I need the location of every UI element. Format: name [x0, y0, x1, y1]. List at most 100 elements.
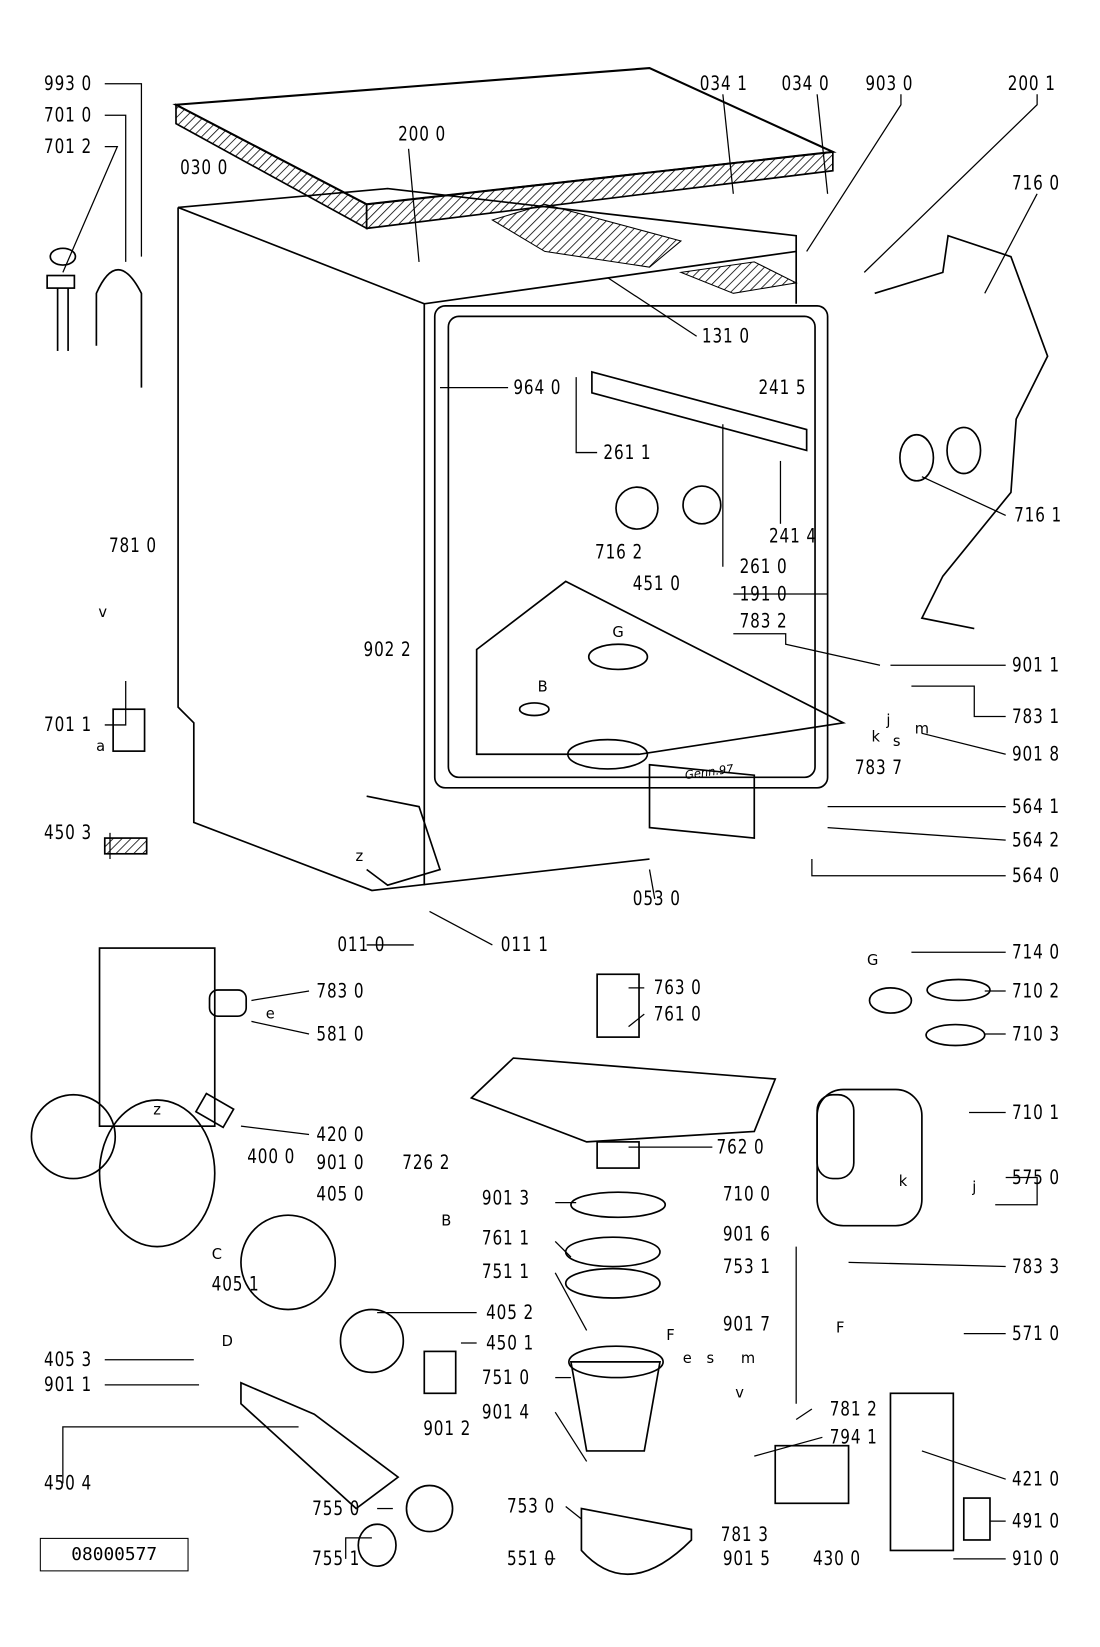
- connection-letter: m: [914, 720, 930, 738]
- part-label: 701 1: [43, 713, 93, 737]
- part-label: 901 2: [423, 1417, 472, 1441]
- part-label: 901 1: [43, 1373, 93, 1397]
- connection-letter: D: [221, 1333, 233, 1351]
- part-label: 783 7: [854, 756, 903, 780]
- part-label: 710 0: [722, 1182, 771, 1206]
- part-label: 964 0: [513, 376, 562, 400]
- connection-letter: F: [835, 1319, 845, 1337]
- connection-letter: e: [265, 1005, 275, 1023]
- part-label: 575 0: [1011, 1165, 1060, 1190]
- part-label: 901 4: [481, 1400, 530, 1424]
- part-label: 710 3: [1011, 1022, 1060, 1046]
- part-label: 751 1: [481, 1260, 530, 1284]
- part-label: 451 0: [632, 571, 681, 596]
- part-label: 762 0: [716, 1135, 765, 1159]
- leader-lines: [62, 83, 1038, 1560]
- connection-letter: j: [886, 712, 891, 730]
- part-label: 783 0: [316, 979, 365, 1003]
- part-label: 901 7: [722, 1312, 771, 1336]
- connection-letter: j: [972, 1179, 977, 1197]
- connection-letter: s: [706, 1350, 715, 1368]
- insulation-panel: [874, 234, 1049, 630]
- connection-letter: G: [612, 624, 624, 642]
- connection-letter: a: [96, 738, 106, 756]
- worktop-panel: [172, 67, 837, 230]
- part-label: 581 0: [316, 1022, 365, 1046]
- part-label: 781 0: [108, 534, 157, 558]
- part-label: 564 0: [1011, 864, 1060, 888]
- connection-letter: B: [537, 678, 548, 696]
- part-label: 714 0: [1011, 940, 1060, 964]
- part-label: 420 0: [316, 1123, 365, 1147]
- lower-assemblies: [30, 837, 991, 1575]
- part-label: 993 0: [43, 72, 93, 96]
- connection-letter: z: [153, 1102, 161, 1119]
- part-label: 034 1: [699, 72, 748, 96]
- part-label: 783 3: [1011, 1255, 1060, 1279]
- part-label: 011 0: [337, 933, 386, 957]
- part-label: 901 3: [481, 1186, 530, 1210]
- part-label: 901 5: [722, 1547, 771, 1571]
- part-label: 726 2: [402, 1151, 451, 1175]
- part-label: 761 1: [481, 1226, 530, 1250]
- part-label: 261 0: [739, 555, 788, 579]
- part-label: 491 0: [1011, 1509, 1060, 1533]
- connection-letter: z: [355, 848, 364, 866]
- part-label: 903 0: [865, 72, 914, 96]
- part-label: 261 1: [603, 441, 652, 465]
- part-label: 901 1: [1011, 653, 1060, 677]
- part-label: 910 0: [1011, 1547, 1060, 1571]
- part-label: 701 0: [43, 103, 93, 127]
- part-label: 571 0: [1011, 1322, 1060, 1346]
- part-label: 794 1: [829, 1425, 878, 1449]
- part-label: 241 5: [758, 376, 807, 400]
- connection-letter: v: [735, 1384, 744, 1402]
- part-label: 761 0: [653, 1002, 702, 1026]
- part-label: 400 0: [247, 1145, 296, 1169]
- part-label: 755 1: [312, 1547, 361, 1571]
- part-label: 450 4: [43, 1471, 93, 1495]
- connection-letter: e: [682, 1350, 692, 1368]
- part-label: 902 2: [363, 637, 412, 662]
- part-label: 701 2: [43, 135, 93, 159]
- part-label: 753 1: [722, 1255, 771, 1279]
- connection-letter: B: [441, 1213, 452, 1230]
- part-label: 030 0: [180, 156, 229, 180]
- part-label: 241 4: [768, 524, 817, 548]
- part-label: 783 1: [1011, 705, 1060, 729]
- part-label: 421 0: [1011, 1467, 1060, 1491]
- connection-letter: G: [866, 952, 879, 970]
- part-label: 753 0: [507, 1494, 556, 1518]
- part-label: 430 0: [812, 1547, 861, 1571]
- part-label: 781 2: [829, 1397, 878, 1421]
- connection-letter: s: [892, 733, 901, 751]
- part-label: 783 2: [739, 609, 788, 633]
- part-label: 405 0: [316, 1182, 365, 1206]
- drawing-code-box: 08000577: [39, 1537, 189, 1572]
- part-label: 405 3: [43, 1348, 93, 1372]
- part-label: 405 2: [486, 1301, 535, 1325]
- part-label: 716 1: [1014, 503, 1063, 527]
- connection-letter: F: [666, 1327, 675, 1345]
- part-label: 716 2: [595, 540, 644, 564]
- connection-letter: k: [871, 729, 881, 746]
- part-label: 405 1: [211, 1272, 260, 1296]
- connection-letter: k: [898, 1173, 908, 1191]
- part-label: 564 2: [1011, 828, 1060, 852]
- connection-letter: v: [98, 604, 108, 622]
- connection-letter: m: [740, 1350, 756, 1368]
- part-label: 034 0: [781, 72, 830, 96]
- part-label: 755 0: [312, 1497, 361, 1521]
- part-label: 450 3: [43, 821, 93, 845]
- water-inlet-parts: [46, 247, 146, 752]
- part-label: 763 0: [653, 976, 702, 1000]
- part-label: 011 1: [500, 933, 549, 957]
- connection-letter: C: [211, 1246, 222, 1264]
- part-label: 781 3: [720, 1523, 769, 1547]
- part-label: 131 0: [701, 324, 750, 348]
- part-label: 053 0: [632, 887, 681, 911]
- part-label: 901 6: [722, 1222, 771, 1246]
- part-label: 450 1: [486, 1331, 535, 1355]
